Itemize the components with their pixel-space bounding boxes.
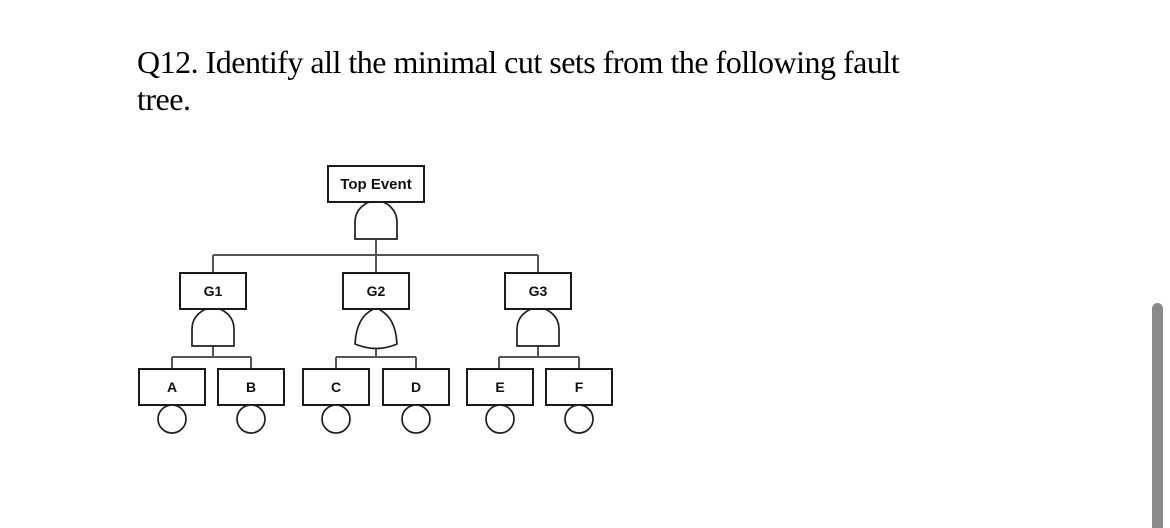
top-event-box (327, 165, 425, 203)
event-box-b (217, 368, 285, 406)
gate-label-g3: G3 (529, 283, 548, 299)
basic-event-circle-e (485, 404, 515, 434)
event-label-a: A (167, 379, 177, 395)
question-text: Q12. Identify all the minimal cut sets f… (137, 44, 1037, 118)
basic-event-circle-d (401, 404, 431, 434)
question-line-2: tree. (137, 81, 191, 117)
event-label-d: D (411, 379, 421, 395)
gate-box-g3 (504, 272, 572, 310)
event-label-b: B (246, 379, 256, 395)
gate-box-g1 (179, 272, 247, 310)
event-label-e: E (495, 379, 504, 395)
vertical-scrollbar-thumb[interactable] (1152, 303, 1163, 528)
question-line-1: Q12. Identify all the minimal cut sets f… (137, 44, 900, 80)
basic-event-circle-a (157, 404, 187, 434)
and-gate-g1 (191, 307, 235, 347)
event-box-c (302, 368, 370, 406)
event-label-c: C (331, 379, 341, 395)
event-box-e (466, 368, 534, 406)
and-gate-top-event (354, 200, 398, 240)
gate-label-g1: G1 (204, 283, 223, 299)
gate-box-g2 (342, 272, 410, 310)
basic-event-circle-c (321, 404, 351, 434)
basic-event-circle-f (564, 404, 594, 434)
basic-event-circle-b (236, 404, 266, 434)
or-gate-g2 (354, 307, 398, 350)
top-event-label: Top Event (340, 176, 411, 193)
and-gate-g3 (516, 307, 560, 347)
gate-label-g2: G2 (367, 283, 386, 299)
event-label-f: F (575, 379, 584, 395)
connector-lines (171, 239, 580, 369)
